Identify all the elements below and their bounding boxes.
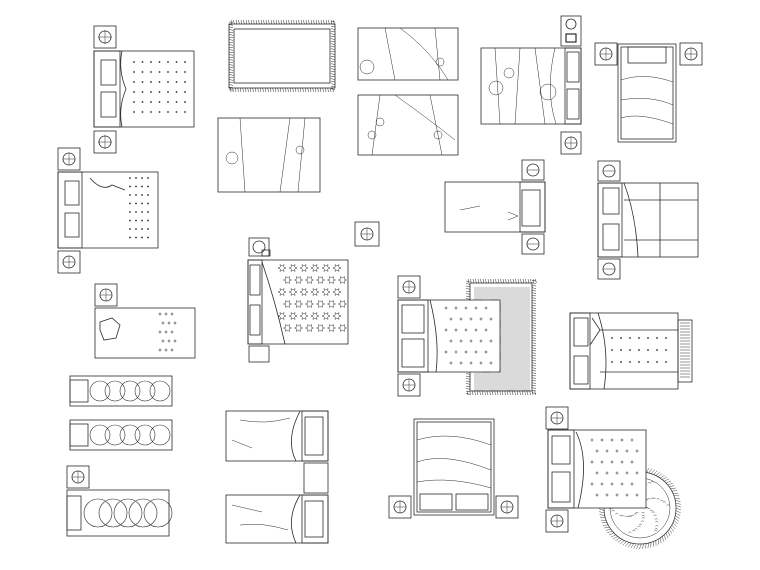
nightstand-lamp bbox=[597, 160, 621, 182]
nightstand-lamp bbox=[495, 495, 519, 519]
bed-twin-2 bbox=[225, 494, 329, 544]
nightstand-lamp bbox=[248, 237, 271, 257]
nightstand-lamp bbox=[94, 283, 118, 307]
nightstand-lamp bbox=[93, 130, 117, 154]
nightstand-lamp bbox=[93, 25, 117, 49]
nightstand-lamp bbox=[679, 42, 703, 66]
nightstand-lamp bbox=[57, 250, 81, 274]
bed-single-top-right bbox=[617, 43, 677, 143]
bed-with-bench bbox=[569, 312, 693, 390]
area-rug-fringed bbox=[228, 19, 336, 93]
bed-single-right-headboard bbox=[444, 181, 546, 233]
bed-double-bottom-right bbox=[547, 429, 647, 509]
nightstand-phone bbox=[560, 15, 582, 47]
mattress-panel bbox=[357, 94, 459, 156]
nightstand-lamp bbox=[521, 233, 545, 255]
bed-twin-1 bbox=[225, 410, 329, 462]
bed-twin-rings-2 bbox=[69, 419, 173, 451]
nightstand-lamp bbox=[594, 42, 618, 66]
nightstand-lamp bbox=[397, 275, 421, 299]
nightstand bbox=[303, 462, 329, 494]
bed-double-4 bbox=[597, 182, 699, 258]
nightstand bbox=[248, 345, 270, 363]
bed-double-2 bbox=[480, 47, 582, 125]
mattress-panel bbox=[357, 27, 459, 81]
bed-king-center bbox=[397, 299, 501, 373]
nightstand-lamp bbox=[66, 465, 90, 489]
dot-pattern bbox=[133, 61, 186, 113]
bed-twin-rings-1 bbox=[69, 375, 173, 407]
bed-star-quilt bbox=[247, 259, 349, 345]
bed-single-rings bbox=[66, 489, 173, 537]
nightstand-lamp bbox=[521, 159, 545, 181]
nightstand-lamp bbox=[560, 131, 582, 155]
nightstand-lamp bbox=[545, 406, 569, 430]
bed-double-1 bbox=[93, 50, 195, 128]
bed-double-5 bbox=[94, 307, 196, 359]
mattress-panel bbox=[217, 117, 321, 193]
nightstand-lamp bbox=[388, 495, 412, 519]
nightstand-lamp bbox=[354, 221, 380, 247]
nightstand-lamp bbox=[397, 373, 421, 397]
bed-double-3 bbox=[57, 171, 159, 249]
nightstand-lamp bbox=[57, 147, 81, 171]
bed-double-bottom bbox=[413, 418, 495, 516]
nightstand-lamp bbox=[545, 509, 569, 533]
nightstand-lamp bbox=[597, 258, 621, 280]
